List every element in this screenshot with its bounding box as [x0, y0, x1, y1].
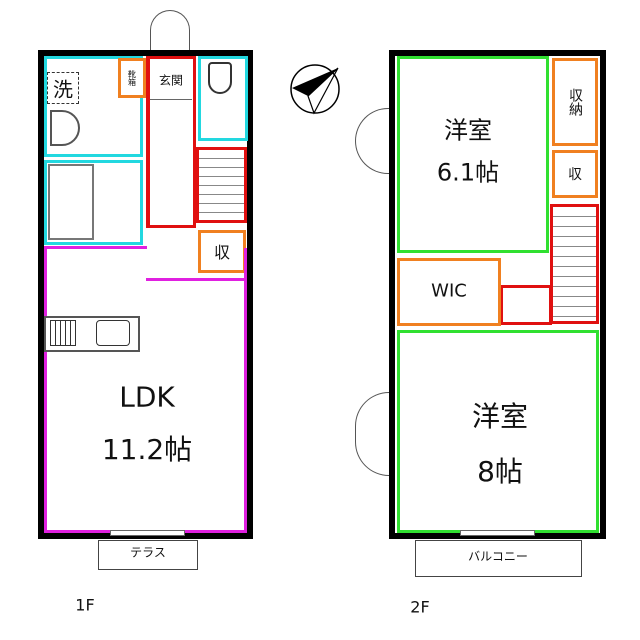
- terrace-label: テラス: [130, 545, 166, 560]
- terrace: [98, 540, 198, 570]
- front-door[interactable]: [150, 10, 190, 50]
- window-1f: [110, 530, 185, 536]
- washer-space: [47, 72, 79, 104]
- ldk-top-border-2: [146, 278, 246, 281]
- window-2f: [460, 530, 535, 536]
- wash-label: 洗: [53, 77, 73, 102]
- shoe-box: [118, 58, 146, 98]
- compass-icon: [290, 64, 340, 115]
- floor2-outline: [389, 50, 606, 539]
- room2-size: 8帖: [477, 455, 523, 488]
- stairs-2f: [550, 204, 599, 324]
- shoe-box-label: 靴箱: [127, 70, 137, 86]
- washroom: [44, 56, 143, 157]
- sink-icon: [50, 110, 80, 146]
- window-room2: [355, 392, 389, 476]
- wic-label: WIC: [431, 280, 467, 302]
- balcony-label: バルコニー: [468, 549, 528, 564]
- room2-name: 洋室: [471, 400, 529, 433]
- bathtub-icon: [48, 164, 94, 240]
- floor1-label: 1F: [75, 595, 95, 615]
- bathroom: [44, 160, 143, 245]
- kitchen-sink-icon: [96, 320, 130, 346]
- stove-icon: [50, 320, 76, 346]
- ldk-top-border: [44, 246, 147, 249]
- toilet-room: [198, 56, 248, 141]
- entrance-floor: [150, 60, 192, 100]
- balcony: [415, 540, 582, 577]
- closet-label: 収納: [567, 88, 583, 116]
- western-room-1: [397, 56, 549, 253]
- entrance-label: 玄関: [158, 73, 184, 88]
- storage-1f-label: 収: [213, 243, 231, 262]
- storage-2f: [552, 150, 598, 198]
- window-room1: [355, 108, 389, 174]
- room1-name: 洋室: [444, 116, 492, 145]
- ldk-name: LDK: [119, 380, 175, 414]
- hallway-2f: [500, 285, 552, 325]
- toilet-icon: [208, 62, 232, 94]
- storage-2f-label: 収: [568, 167, 582, 183]
- stairs-1f: [196, 147, 247, 223]
- ldk-size: 11.2帖: [101, 433, 193, 466]
- walk-in-closet: [397, 258, 501, 326]
- entrance-hall: [146, 56, 196, 228]
- floor1-outline: [38, 50, 253, 539]
- room1-size: 6.1帖: [436, 158, 500, 187]
- floor2-label: 2F: [410, 597, 430, 617]
- closet: [552, 58, 598, 146]
